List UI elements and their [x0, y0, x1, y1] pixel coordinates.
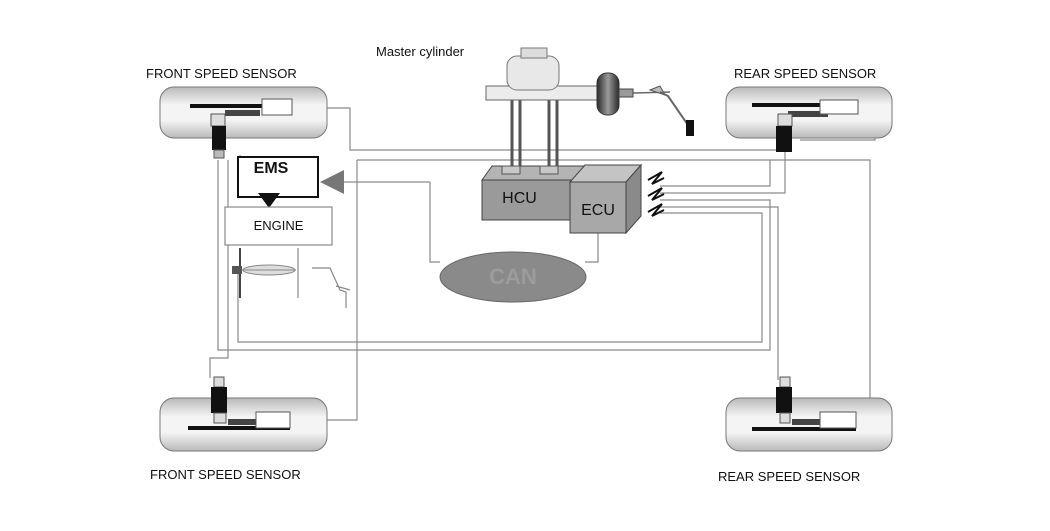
rear-speed-sensor-label-top: REAR SPEED SENSOR — [734, 66, 877, 81]
engine-box — [224, 206, 333, 246]
engine-label: ENGINE — [253, 218, 304, 233]
brake-lines — [510, 96, 559, 168]
throttle-assembly — [232, 248, 351, 308]
wheel-rear-right-bottom — [725, 376, 893, 452]
can-label: CAN — [489, 264, 537, 289]
ecu-label: ECU — [581, 202, 615, 219]
ems-to-engine-arrow-icon — [258, 193, 280, 208]
wheel-rear-right-top — [725, 86, 893, 152]
wiring — [209, 107, 876, 421]
rear-speed-sensor-label-bottom: REAR SPEED SENSOR — [718, 469, 861, 484]
ecu-unit — [568, 163, 643, 235]
wheel-front-left-top — [159, 86, 328, 159]
can-bus — [439, 251, 587, 303]
wheel-front-left-bottom — [159, 376, 328, 452]
front-speed-sensor-label-bottom: FRONT SPEED SENSOR — [150, 467, 301, 482]
front-speed-sensor-label-top: FRONT SPEED SENSOR — [146, 66, 297, 81]
ems-label: EMS — [253, 160, 289, 177]
hcu-label: HCU — [502, 190, 537, 207]
master-cylinder — [485, 47, 694, 136]
ems-box — [237, 156, 319, 198]
sensor-signal-icon — [647, 171, 665, 217]
arrow-to-ems-icon — [320, 170, 344, 194]
master-cylinder-label: Master cylinder — [376, 44, 465, 59]
